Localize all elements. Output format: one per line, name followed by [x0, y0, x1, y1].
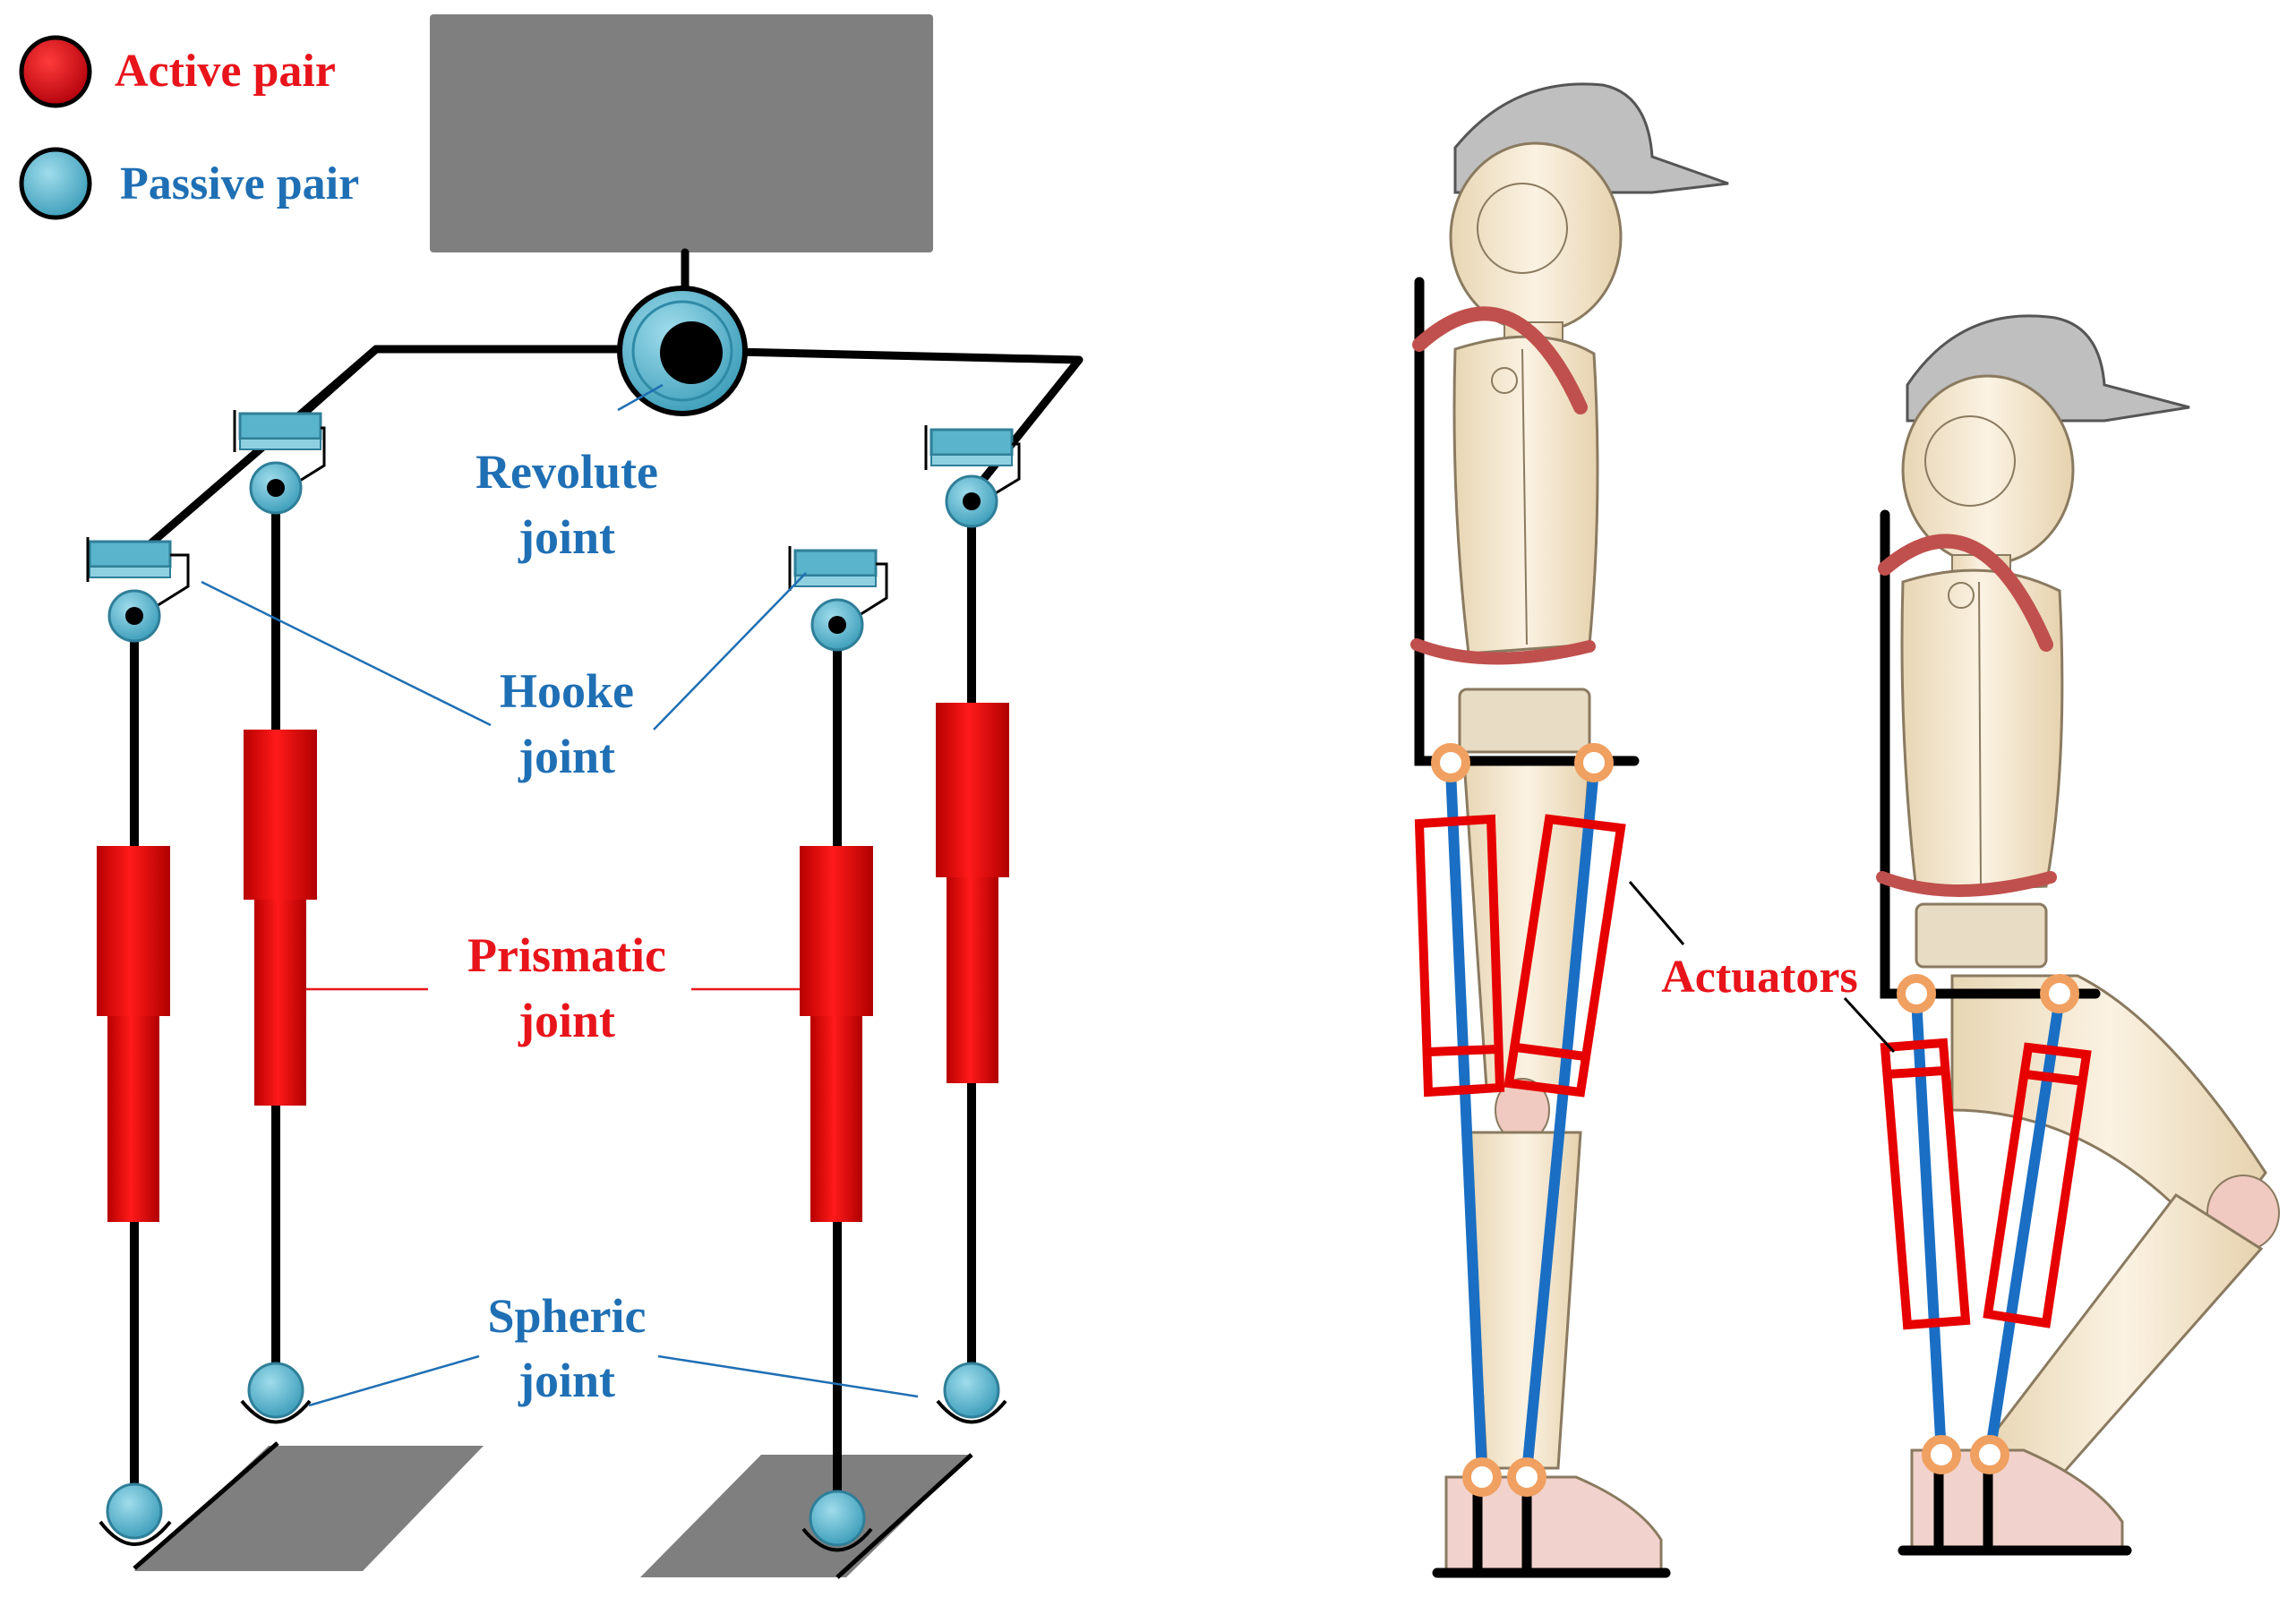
passive-pair-icon — [19, 147, 92, 220]
spheric-label-1: Spheric — [487, 1289, 646, 1343]
standing-joints — [1431, 743, 1614, 1497]
passive-pair-label: Passive pair — [120, 158, 359, 209]
prismatic-actuator-right-front — [800, 846, 873, 1222]
spheric-label-2: joint — [518, 1354, 615, 1407]
right-foot-plate — [640, 1455, 972, 1577]
sitting-actuators — [1880, 1038, 2092, 1330]
standing-human-figure — [1410, 82, 1729, 1578]
standing-exo-legs — [1445, 765, 1599, 1478]
hooke-label-1: Hooke — [500, 664, 634, 718]
sitting-human-figure — [1876, 314, 2280, 1556]
hooke-label-2: joint — [518, 730, 615, 783]
prismatic-actuator-left-back — [244, 730, 317, 1106]
standing-actuators — [1414, 814, 1626, 1098]
actuator-leader-lines — [1628, 881, 1896, 1054]
actuators-label: Actuators — [1661, 952, 1858, 1003]
active-pair-label: Active pair — [115, 46, 336, 97]
upper-platform — [430, 14, 933, 252]
revolute-label-1: Revolute — [475, 445, 658, 499]
sitting-joints — [1897, 974, 2079, 1474]
sitting-exo-frame — [1880, 509, 2132, 1556]
prismatic-actuator-right-back — [936, 703, 1009, 1083]
spheric-joint-left-back — [240, 1362, 312, 1424]
hooke-joint-right-front — [788, 546, 888, 652]
spheric-joint-left-front — [99, 1482, 172, 1546]
shoulder-brace-2 — [1878, 534, 2053, 652]
waist-brace — [1410, 638, 1596, 665]
parallel-mechanism-schematic: Revolute joint Hooke joint Prismatic joi… — [86, 14, 1084, 1579]
hooke-joint-left-front — [86, 537, 190, 643]
left-foot-plate — [134, 1446, 484, 1571]
head — [1449, 141, 1623, 333]
shoulder-brace — [1412, 306, 1588, 414]
hooke-joint-right-back — [924, 425, 1021, 528]
foot-frame — [133, 1441, 973, 1579]
spheric-joint-right-back — [936, 1362, 1007, 1424]
prismatic-label-2: joint — [518, 994, 615, 1047]
waist-brace-2 — [1876, 871, 2057, 897]
standing-exo-frame — [1414, 277, 1671, 1578]
spheric-joint-right-front — [801, 1490, 873, 1552]
blue-leader-lines — [201, 383, 919, 1407]
hooke-joint-left-back — [233, 410, 326, 515]
revolute-label-2: joint — [518, 510, 615, 564]
prismatic-label-1: Prismatic — [467, 928, 666, 982]
active-pair-icon — [19, 35, 92, 108]
prismatic-actuator-left-front — [97, 846, 170, 1222]
legend: Active pair Passive pair — [19, 35, 359, 220]
revolute-joint — [617, 286, 748, 416]
foot — [1444, 1475, 1663, 1573]
torso — [1452, 335, 1599, 655]
